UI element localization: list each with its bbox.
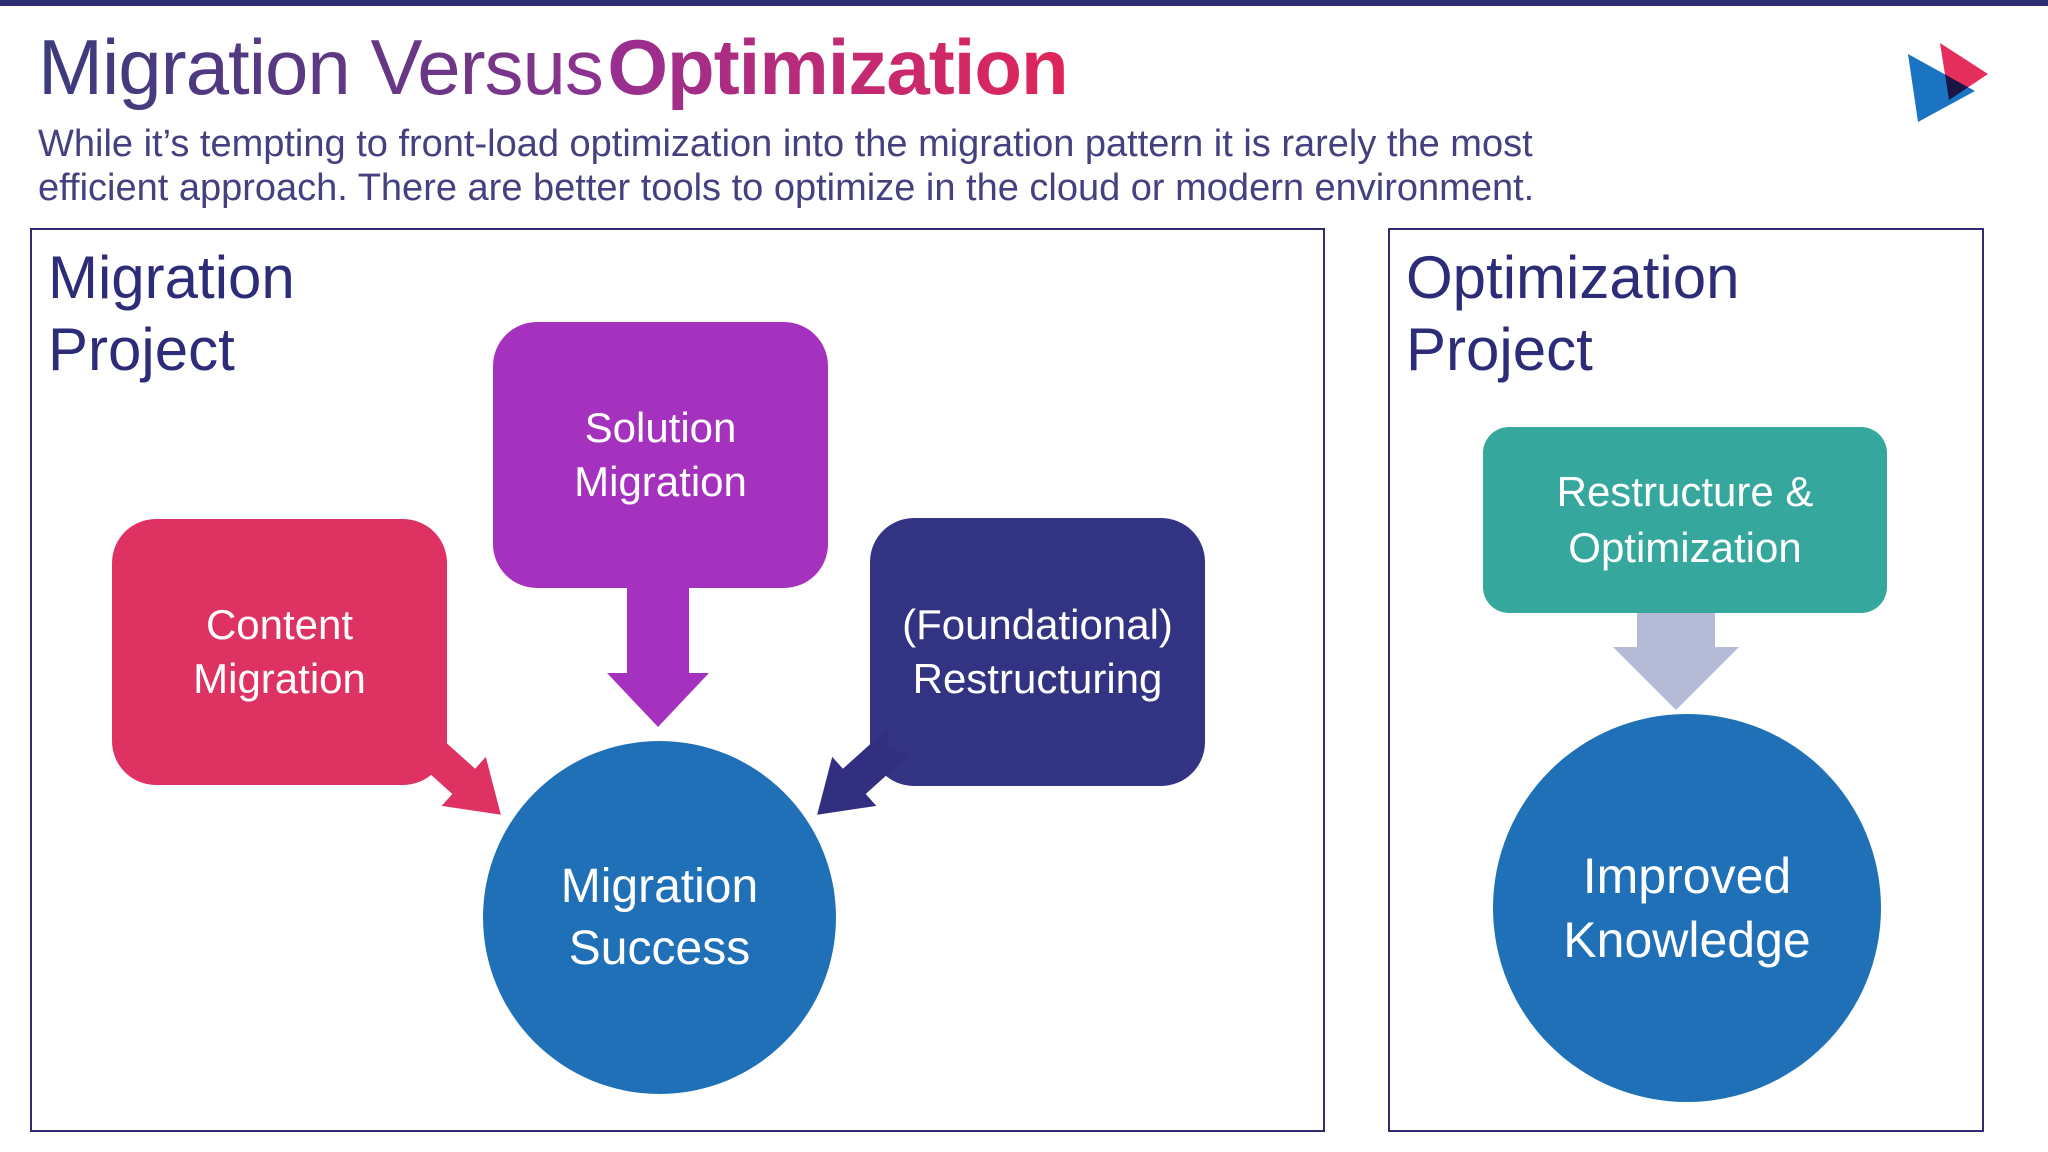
slide-subtitle: While it’s tempting to front-load optimi… [38, 122, 1534, 210]
content-migration-box: Content Migration [112, 519, 447, 785]
play-triangles-icon [1908, 43, 1988, 122]
improved-knowledge-circle: Improved Knowledge [1493, 714, 1881, 1102]
slide-title: Migration Versus Optimization [38, 22, 1069, 113]
migration-project-heading: Migration Project [48, 242, 295, 386]
arrow-down-gray-icon [1613, 613, 1739, 710]
slide-title-bold: Optimization [607, 23, 1068, 111]
foundational-restructuring-box: (Foundational) Restructuring [870, 518, 1205, 786]
heading-line: Project [48, 316, 235, 383]
optimization-project-heading: Optimization Project [1406, 242, 1739, 386]
box-label-line: Restructure & [1556, 468, 1814, 515]
box-label-line: Migration [193, 655, 366, 702]
slide-subtitle-line1: While it’s tempting to front-load optimi… [38, 123, 1533, 165]
solution-migration-box: Solution Migration [493, 322, 828, 588]
box-label-line: Restructuring [912, 655, 1163, 702]
circle-label-line: Knowledge [1563, 912, 1811, 968]
heading-line: Project [1406, 316, 1593, 383]
slide-subtitle-line2: efficient approach. There are better too… [38, 167, 1535, 209]
circle-label-line: Migration [560, 859, 759, 913]
box-label-line: (Foundational) [902, 601, 1173, 648]
heading-line: Optimization [1406, 244, 1740, 311]
box-label-line: Solution [584, 404, 737, 451]
circle-label-line: Improved [1582, 848, 1792, 904]
migration-success-circle: Migration Success [483, 741, 836, 1094]
box-label-line: Optimization [1568, 524, 1802, 571]
slide-title-light: Migration Versus [38, 23, 604, 111]
arrow-down-right-icon [397, 717, 523, 840]
box-label-line: Migration [574, 458, 747, 505]
heading-line: Migration [48, 244, 295, 311]
arrow-down-left-icon [795, 717, 921, 840]
box-label-line: Content [205, 601, 354, 648]
restructure-optimization-box: Restructure & Optimization [1483, 427, 1887, 613]
company-logo [1895, 38, 1995, 130]
arrow-down-icon [607, 588, 709, 727]
top-accent-bar [0, 0, 2048, 6]
circle-label-line: Success [568, 921, 751, 975]
